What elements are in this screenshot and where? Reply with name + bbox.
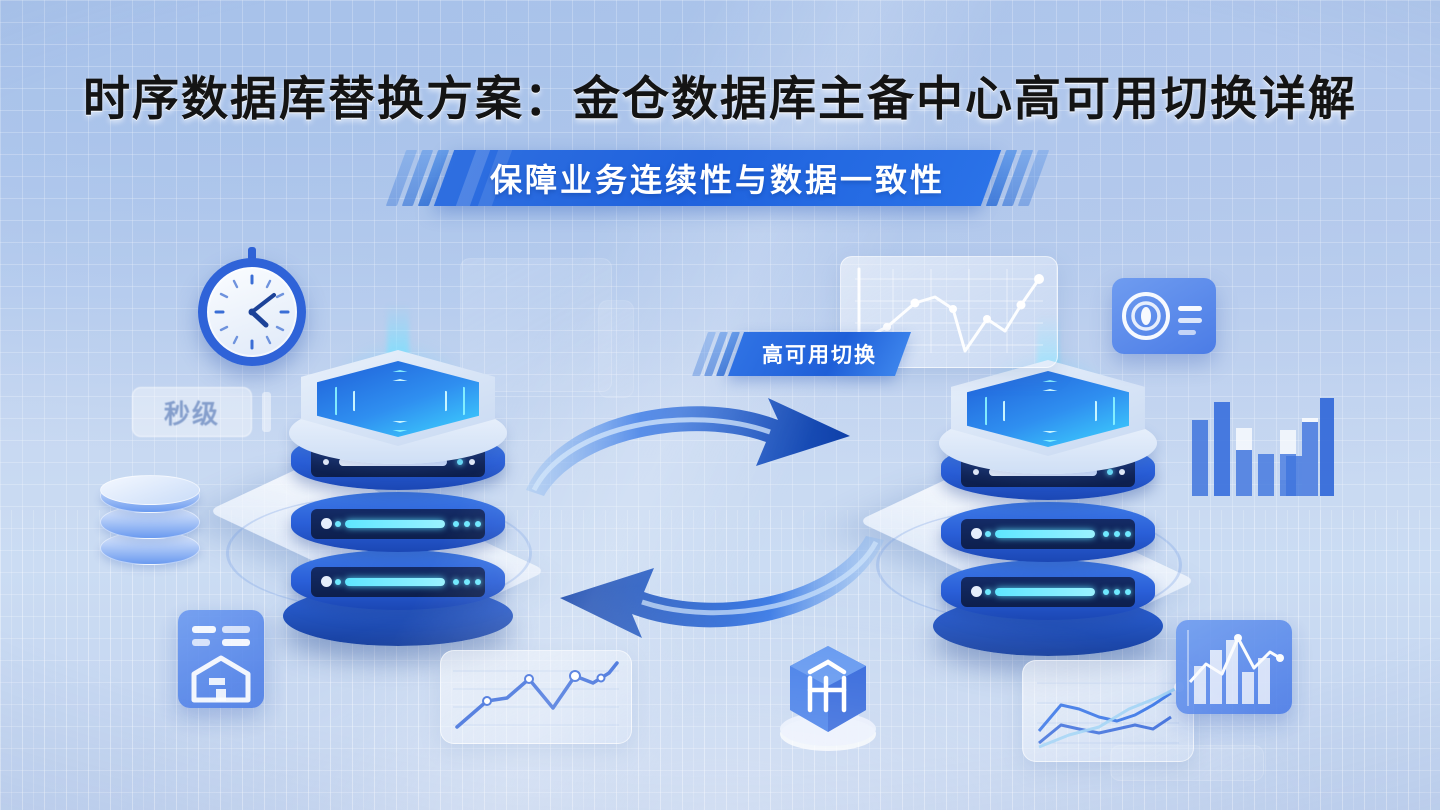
top-right-trend-chart (855, 267, 1044, 353)
primary-rack-2-led-d (475, 521, 481, 527)
primary-rack-2-led-c (464, 521, 470, 527)
seconds-badge: 秒级 (132, 387, 252, 437)
mixed-chart-icon (1176, 620, 1292, 714)
standby-rack-3-bar (995, 588, 1095, 596)
standby-rack-3 (961, 577, 1135, 607)
primary-rack-3-knob (321, 576, 332, 587)
ha-switch-label: 高可用切换 (691, 332, 912, 376)
subtitle-banner: 保障业务连续性与数据一致性 (0, 142, 1440, 214)
primary-rack-3-led-c (464, 579, 470, 585)
bottom-right-mixed-chart (1187, 630, 1284, 706)
gauge-dashboard-icon (1112, 278, 1216, 354)
page-title: 时序数据库替换方案：金仓数据库主备中心高可用切换详解 (83, 72, 1357, 125)
sync-arrows (520, 380, 890, 660)
standby-rack-1-led-c (1119, 469, 1125, 475)
subtitle-chip: 保障业务连续性与数据一致性 (433, 150, 1002, 206)
clock-icon (198, 247, 306, 366)
primary-rack-3-bar (345, 578, 445, 586)
sync-arrow-right-icon (526, 398, 850, 496)
ghost-panel-2 (598, 300, 634, 398)
db-cap (100, 475, 200, 505)
primary-rack-2-knob (321, 518, 332, 529)
primary-rack-3-led-a (335, 579, 341, 585)
standby-rack-2-led-c (1114, 531, 1120, 537)
primary-rack-2-led-b (453, 521, 459, 527)
primary-rack-3-led-d (475, 579, 481, 585)
primary-core-beam (387, 304, 409, 364)
primary-rack-1-led-c (469, 459, 475, 465)
clock-stem (248, 247, 256, 261)
standby-rack-3-led-d (1125, 589, 1131, 595)
subtitle-right-decoration (985, 150, 1050, 206)
database-cylinder-icon (100, 475, 200, 585)
standby-rack-1-led-b (1107, 469, 1113, 475)
clock-minute-hand (250, 293, 276, 314)
shield-data-icon (770, 634, 886, 754)
standby-rack-2-knob (971, 528, 982, 539)
primary-rack-1-led-a (323, 459, 329, 465)
standby-rack-3-led-a (985, 589, 991, 595)
primary-hex-ring-inner (353, 379, 447, 423)
standby-hex-ring-inner (1003, 389, 1097, 433)
subtitle-text: 保障业务连续性与数据一致性 (489, 162, 945, 198)
standby-rack-2-led-d (1125, 531, 1131, 537)
primary-rack-3-led-b (453, 579, 459, 585)
ha-switch-text: 高可用切换 (762, 344, 877, 367)
standby-rack-3-led-b (1103, 589, 1109, 595)
primary-rack-2-led-a (335, 521, 341, 527)
bottom-right-multiline-card (1022, 660, 1194, 762)
bar-chart-icon (1186, 392, 1336, 496)
primary-rack-2 (311, 509, 485, 539)
ha-switch-chip: 高可用切换 (727, 332, 912, 376)
standby-hex-ring-outer (985, 380, 1115, 442)
seconds-badge-divider (262, 392, 271, 432)
primary-rack-3 (311, 567, 485, 597)
bottom-center-trend-chart (453, 661, 619, 729)
standby-rack-2-led-b (1103, 531, 1109, 537)
standby-rack-2-led-a (985, 531, 991, 537)
standby-rack-1-led-a (973, 469, 979, 475)
sync-arrow-left-icon (560, 536, 884, 638)
standby-rack-3-knob (971, 586, 982, 597)
primary-rack-2-bar (345, 520, 445, 528)
standby-rack-2 (961, 519, 1135, 549)
primary-hex-ring-outer (335, 370, 465, 432)
primary-database-server (283, 304, 513, 646)
primary-rack-1-led-b (457, 459, 463, 465)
document-card-icon (178, 610, 264, 708)
standby-rack-3-led-c (1114, 589, 1120, 595)
standby-rack-2-bar (995, 530, 1095, 538)
bottom-center-trend-card (440, 650, 632, 744)
